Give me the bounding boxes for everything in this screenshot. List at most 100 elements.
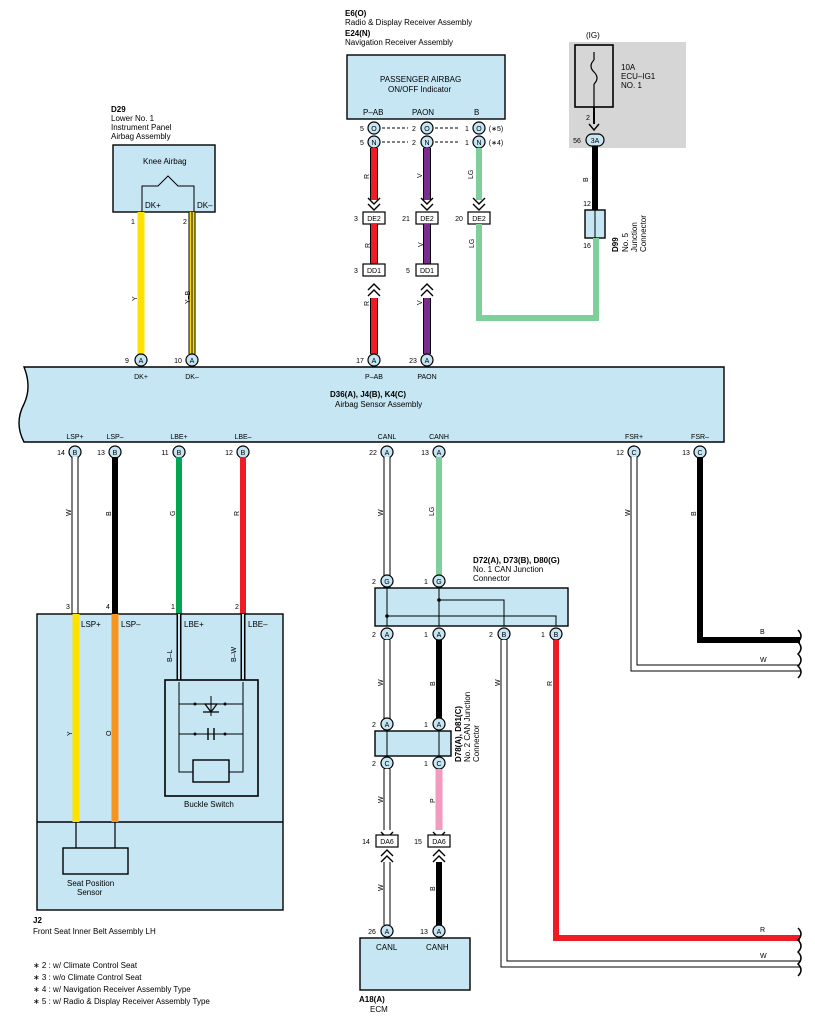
svg-text:1: 1	[465, 140, 469, 147]
footnote: ∗ 2 : w/ Climate Control Seat	[33, 961, 138, 970]
footnotes: ∗ 2 : w/ Climate Control Seat ∗ 3 : w/o …	[33, 961, 210, 1006]
can1-top-pins: 2 G 1 G	[372, 574, 446, 588]
svg-text:B: B	[106, 511, 113, 516]
svg-text:O: O	[424, 126, 430, 133]
svg-text:N: N	[424, 140, 429, 147]
svg-text:B: B	[760, 629, 765, 636]
svg-text:DE2: DE2	[472, 216, 486, 223]
inline-connector-de2: DE2 3 DE2 21 DE2 20	[354, 197, 491, 225]
svg-text:5: 5	[406, 268, 410, 275]
ecm-id: A18(A)	[359, 995, 385, 1004]
svg-text:DD1: DD1	[367, 268, 381, 275]
can1-name1: No. 1 CAN Junction	[473, 565, 543, 574]
pin-number: 11	[161, 450, 168, 457]
pin-number: 13	[421, 450, 429, 457]
svg-text:LBE–: LBE–	[248, 620, 268, 629]
fuse-name: ECU–IG1	[621, 72, 656, 81]
connector-arrow-icon	[588, 123, 600, 132]
receiver-pin-row-n: 5 N 2 N 1 N (∗4)	[360, 135, 503, 149]
fuse-pin-2: 2	[586, 115, 590, 122]
svg-text:DD1: DD1	[420, 268, 434, 275]
svg-text:No. 5: No. 5	[621, 232, 630, 252]
svg-text:20: 20	[455, 216, 463, 223]
terminal-label: LBE–	[234, 434, 251, 441]
svg-text:DK–: DK–	[197, 201, 213, 210]
sensor-id: D36(A), J4(B), K4(C)	[330, 390, 406, 399]
svg-text:Y: Y	[132, 296, 139, 301]
svg-text:DA6: DA6	[380, 839, 394, 846]
svg-text:B: B	[583, 177, 590, 182]
svg-text:3: 3	[66, 604, 70, 611]
svg-text:16: 16	[583, 243, 591, 250]
svg-text:1: 1	[131, 219, 135, 226]
wire-break-icon	[796, 629, 802, 679]
svg-text:A: A	[385, 722, 390, 729]
terminal-label: FSR–	[691, 434, 709, 441]
svg-text:DA6: DA6	[432, 839, 446, 846]
svg-text:DK+: DK+	[145, 201, 161, 210]
airbag-squib-icon	[141, 175, 195, 212]
svg-text:Knee Airbag: Knee Airbag	[143, 157, 187, 166]
svg-text:V: V	[418, 242, 425, 247]
svg-text:P–AB: P–AB	[363, 108, 383, 117]
can-junction-2	[374, 730, 452, 757]
svg-text:2: 2	[489, 632, 493, 639]
ecm-name: ECM	[370, 1005, 388, 1014]
can-junction-1	[374, 587, 569, 627]
footnote: ∗ 5 : w/ Radio & Display Receiver Assemb…	[33, 997, 210, 1006]
terminal-label: CANL	[378, 434, 397, 441]
svg-text:G: G	[384, 579, 389, 586]
footnote: ∗ 4 : w/ Navigation Receiver Assembly Ty…	[33, 985, 191, 994]
svg-text:B–L: B–L	[167, 649, 174, 662]
svg-text:15: 15	[414, 839, 422, 846]
svg-text:W: W	[378, 796, 385, 803]
svg-text:2: 2	[372, 761, 376, 768]
radio-name: Radio & Display Receiver Assembly	[345, 18, 472, 27]
pin-letter: A	[372, 358, 377, 365]
pin-letter: A	[385, 450, 390, 457]
svg-text:Seat Position: Seat Position	[67, 879, 114, 888]
svg-text:Connector: Connector	[639, 215, 648, 252]
svg-text:A: A	[437, 722, 442, 729]
svg-text:3: 3	[354, 216, 358, 223]
svg-text:1: 1	[541, 632, 545, 639]
svg-text:W: W	[495, 679, 502, 686]
svg-text:B: B	[691, 511, 698, 516]
pin-letter: A	[190, 358, 195, 365]
svg-text:(∗4): (∗4)	[489, 140, 503, 147]
terminal-label: LSP–	[106, 434, 123, 441]
can1-bottom-pins: 2 A 1 A 2 B 1 B	[372, 627, 563, 641]
svg-text:R: R	[364, 301, 371, 306]
svg-text:O: O	[371, 126, 377, 133]
terminal-label: PAON	[417, 374, 436, 381]
svg-text:R: R	[365, 243, 372, 248]
svg-text:D99: D99	[611, 237, 620, 252]
svg-text:3: 3	[354, 268, 358, 275]
svg-text:CANH: CANH	[426, 943, 449, 952]
can2-label: D78(A), D81(C) No. 2 CAN Junction Connec…	[454, 692, 481, 762]
pin-number: 9	[125, 358, 129, 365]
fuse-icon	[590, 59, 598, 85]
svg-text:No. 2 CAN Junction: No. 2 CAN Junction	[463, 692, 472, 762]
terminal-label: DK+	[134, 374, 148, 381]
svg-text:13: 13	[420, 929, 428, 936]
svg-text:2: 2	[235, 604, 239, 611]
receiver-pin-row-o: 5 O 2 O 1 O (∗5)	[360, 121, 503, 135]
pin-number: 14	[57, 450, 65, 457]
pin-number: 13	[97, 450, 105, 457]
knee-name3: Airbag Assembly	[111, 132, 171, 141]
svg-text:DE2: DE2	[367, 216, 381, 223]
svg-text:V: V	[417, 300, 424, 305]
pin-letter: B	[241, 450, 246, 457]
svg-text:O: O	[106, 730, 113, 736]
svg-text:2: 2	[412, 126, 416, 133]
svg-text:2: 2	[372, 632, 376, 639]
terminal-label: FSR+	[625, 434, 643, 441]
svg-text:C: C	[436, 761, 441, 768]
pin-number: 17	[356, 358, 364, 365]
svg-text:LSP+: LSP+	[81, 620, 101, 629]
